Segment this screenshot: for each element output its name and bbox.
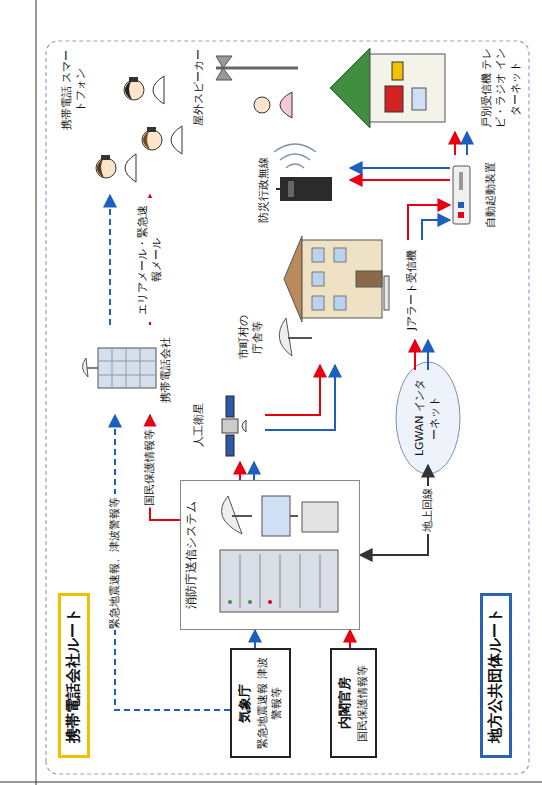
- signal-arrow: [350, 167, 450, 169]
- node-label: 戸別受信機 テレビ・ラジオ インターネット: [480, 44, 523, 132]
- signal-arrow: [239, 462, 241, 480]
- house-node: 戸別受信機 テレビ・ラジオ インターネット: [310, 44, 525, 132]
- signal-arrow: [454, 132, 456, 155]
- house-receivers: [330, 48, 445, 128]
- carrier-building: [82, 348, 156, 388]
- node-note: 緊急地震速報 津波警報等: [256, 654, 285, 752]
- table-rule: [36, 0, 37, 785]
- signal-arrow: [115, 415, 230, 710]
- signal-arrow: [427, 340, 429, 370]
- radio-transmitter: [274, 144, 332, 201]
- table-rule: [0, 782, 542, 783]
- outdoor-speaker: [216, 56, 298, 118]
- satellite-node: 人工衛星: [190, 387, 265, 462]
- outer-frame: [46, 41, 529, 774]
- phone-node: 携帯電話 スマートフォン: [58, 45, 188, 195]
- node-label: 内閣官房: [337, 677, 354, 729]
- signal-arrow: [253, 462, 255, 480]
- receiver-node: Jアラート受信機: [390, 240, 435, 340]
- source-box: 内閣官房国民保護情報等: [330, 648, 377, 758]
- edge-label: 地上回線: [421, 486, 435, 534]
- cloud-node: LGWAN インターネット: [400, 370, 455, 465]
- signal-arrow: [350, 179, 450, 181]
- speaker-node: 屋外スピーカー: [190, 44, 302, 130]
- satellite-icon: [222, 396, 246, 456]
- edge-label: エリアメール・緊急速報メール: [136, 198, 164, 322]
- node-label: 屋外スピーカー: [192, 49, 206, 126]
- municipal-node: 市町村の 庁舎等: [235, 235, 385, 365]
- source-box: 気象庁緊急地震速報 津波警報等: [230, 648, 291, 758]
- signal-arrow: [414, 340, 416, 370]
- edge-label: 緊急地震速報、津波警報等: [108, 495, 122, 631]
- node-label: 携帯電話会社: [159, 337, 173, 403]
- auto-start-device: [453, 166, 470, 224]
- node-label: 携帯電話会社ルート: [64, 608, 84, 743]
- network-cloud: [396, 362, 460, 474]
- system-box: 消防庁送信システム: [180, 480, 360, 630]
- server-illustration: [181, 481, 359, 629]
- device-node: 自動起動装置: [450, 155, 500, 235]
- signal-arrow: [360, 465, 428, 555]
- node-label: Jアラート受信機: [405, 250, 419, 330]
- signal-arrow: [265, 365, 320, 415]
- node-label: LGWAN インターネット: [413, 375, 442, 460]
- node-label: 気象庁: [237, 684, 254, 723]
- node-label: 消防庁送信システム: [184, 501, 200, 609]
- phone-users: [96, 76, 182, 182]
- node-label: 市町村の 庁舎等: [237, 309, 266, 365]
- signal-arrow: [265, 365, 335, 430]
- node-label: 人工衛星: [192, 403, 206, 447]
- node-label: 携帯電話 スマートフォン: [60, 45, 89, 135]
- signal-arrow: [349, 630, 351, 648]
- signal-arrow: [408, 205, 450, 240]
- node-label: 防災行政無線: [257, 157, 271, 223]
- node-note: 国民保護情報等: [356, 665, 370, 742]
- signal-arrow: [422, 220, 450, 240]
- diagram-stage: 携帯電話会社ルート気象庁緊急地震速報 津波警報等内閣官房国民保護情報等消防庁送信…: [40, 35, 535, 780]
- signal-arrow: [466, 132, 468, 155]
- route-label: 地方公共団体ルート: [480, 593, 512, 758]
- signal-arrow: [254, 630, 256, 648]
- node-label: 地方公共団体ルート: [486, 608, 506, 743]
- carrier-node: 携帯電話会社: [80, 325, 175, 415]
- route-label: 携帯電話会社ルート: [58, 593, 90, 758]
- node-label: 自動起動装置: [484, 162, 498, 228]
- signal-arrow: [109, 195, 111, 325]
- municipal-building: [279, 236, 389, 356]
- edge-label: 国民保護情報等: [143, 427, 157, 508]
- radio-node: 防災行政無線: [255, 155, 350, 225]
